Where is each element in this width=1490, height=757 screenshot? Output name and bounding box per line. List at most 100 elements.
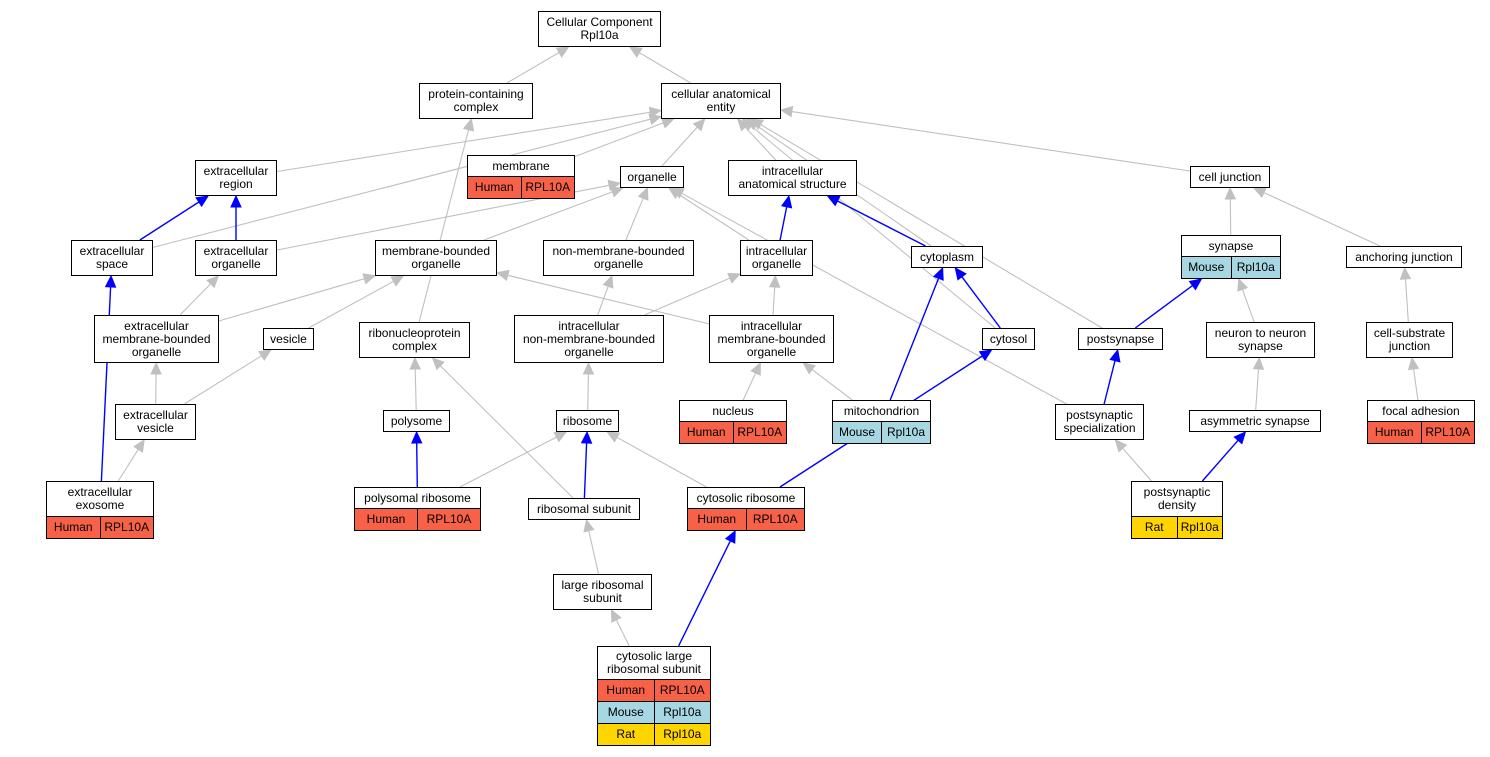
term-node-organelle[interactable]: organelle <box>620 166 684 188</box>
term-node-cytoplasm[interactable]: cytoplasm <box>911 246 983 268</box>
term-node-polysome[interactable]: polysome <box>383 410 450 432</box>
annotation-gene[interactable]: RPL10A <box>520 177 575 198</box>
term-label-box: ribosome <box>556 410 619 432</box>
edge-part-of-cytoplasm-to-intracellular-anatomical-structure <box>826 195 926 247</box>
edge-arrowhead <box>495 269 510 282</box>
term-label-line: asymmetric synapse <box>1200 413 1310 428</box>
edge-part-of-postsynaptic-specialization-to-postsynapse <box>1103 348 1121 405</box>
annotation-gene[interactable]: RPL10A <box>653 680 711 701</box>
term-node-cytosol[interactable]: cytosol <box>982 328 1035 350</box>
annotation-gene[interactable]: RPL10A <box>99 517 154 538</box>
edge-is-a-extracellular-exosome-to-extracellular-vesicle <box>117 438 145 482</box>
annotation-species: Rat <box>616 727 636 741</box>
term-node-asymmetric-synapse[interactable]: asymmetric synapse <box>1189 410 1321 432</box>
edge-arrowhead <box>1237 277 1249 292</box>
term-label-line: cell junction <box>1198 169 1262 184</box>
edge-part-of-ribosomal-subunit-to-ribosome <box>580 430 593 499</box>
term-node-vesicle[interactable]: vesicle <box>263 328 314 350</box>
edge-is-a-anchoring-junction-to-cell-junction <box>1252 187 1381 247</box>
term-node-postsynapse[interactable]: postsynapse <box>1078 328 1163 350</box>
edge-part-of-polysomal-ribosome-to-polysome <box>411 430 423 488</box>
term-label-box: asymmetric synapse <box>1189 410 1321 432</box>
edge-arrowhead <box>390 275 405 287</box>
annotation-gene[interactable]: Rpl10a <box>1176 517 1223 538</box>
annotation-gene[interactable]: RPL10A <box>1420 422 1475 443</box>
edge-arrowhead <box>780 194 793 209</box>
edge-line <box>583 442 588 499</box>
edge-arrowhead <box>692 118 706 132</box>
edge-arrowhead <box>431 357 445 371</box>
term-label-box: organelle <box>620 166 684 188</box>
term-label-line: focal adhesion <box>1382 403 1460 418</box>
annotation-gene[interactable]: Rpl10a <box>1230 257 1281 278</box>
term-label-line: postsynaptic <box>1143 485 1211 499</box>
term-label-line: anchoring junction <box>1355 249 1453 264</box>
edge-arrowhead <box>741 118 756 131</box>
term-label-line: complex <box>392 339 437 353</box>
edge-line <box>772 286 776 316</box>
term-label-box: postsynapse <box>1078 328 1163 350</box>
term-node-ribosomal-subunit[interactable]: ribosomal subunit <box>528 498 640 520</box>
annotation-gene[interactable]: Rpl10a <box>881 422 930 443</box>
term-label-line: cellular anatomical <box>671 87 771 101</box>
edge-arrowhead <box>580 430 593 444</box>
term-node-anchoring-junction[interactable]: anchoring junction <box>1346 246 1462 268</box>
edge-line <box>837 200 926 247</box>
edge-is-a-cell-junction-to-cellular-anatomical-entity <box>779 105 1191 172</box>
edge-arrowhead <box>610 608 622 623</box>
annotation-gene[interactable]: Rpl10a <box>653 702 711 723</box>
term-node-ribosome[interactable]: ribosome <box>556 410 619 432</box>
edge-is-a-intracellular-non-membrane-bounded-organelle-to-non-membrane-bounded-organelle <box>597 274 614 316</box>
term-label-line: synapse <box>1208 238 1254 253</box>
term-label-line: extracellular <box>79 244 145 258</box>
annotation-gene[interactable]: RPL10A <box>417 509 480 530</box>
annotation-gene[interactable]: Rpl10a <box>653 724 711 745</box>
term-label-line: organelle <box>564 344 614 359</box>
term-label-line: mitochondrion <box>843 403 920 418</box>
annotation-gene[interactable]: RPL10A <box>745 509 805 530</box>
term-label-box: polysome <box>383 410 450 432</box>
term-node-cell-junction[interactable]: cell junction <box>1190 166 1270 188</box>
annotation-gene[interactable]: RPL10A <box>732 422 787 443</box>
edge-line <box>616 436 707 488</box>
edge-line <box>1404 278 1409 323</box>
